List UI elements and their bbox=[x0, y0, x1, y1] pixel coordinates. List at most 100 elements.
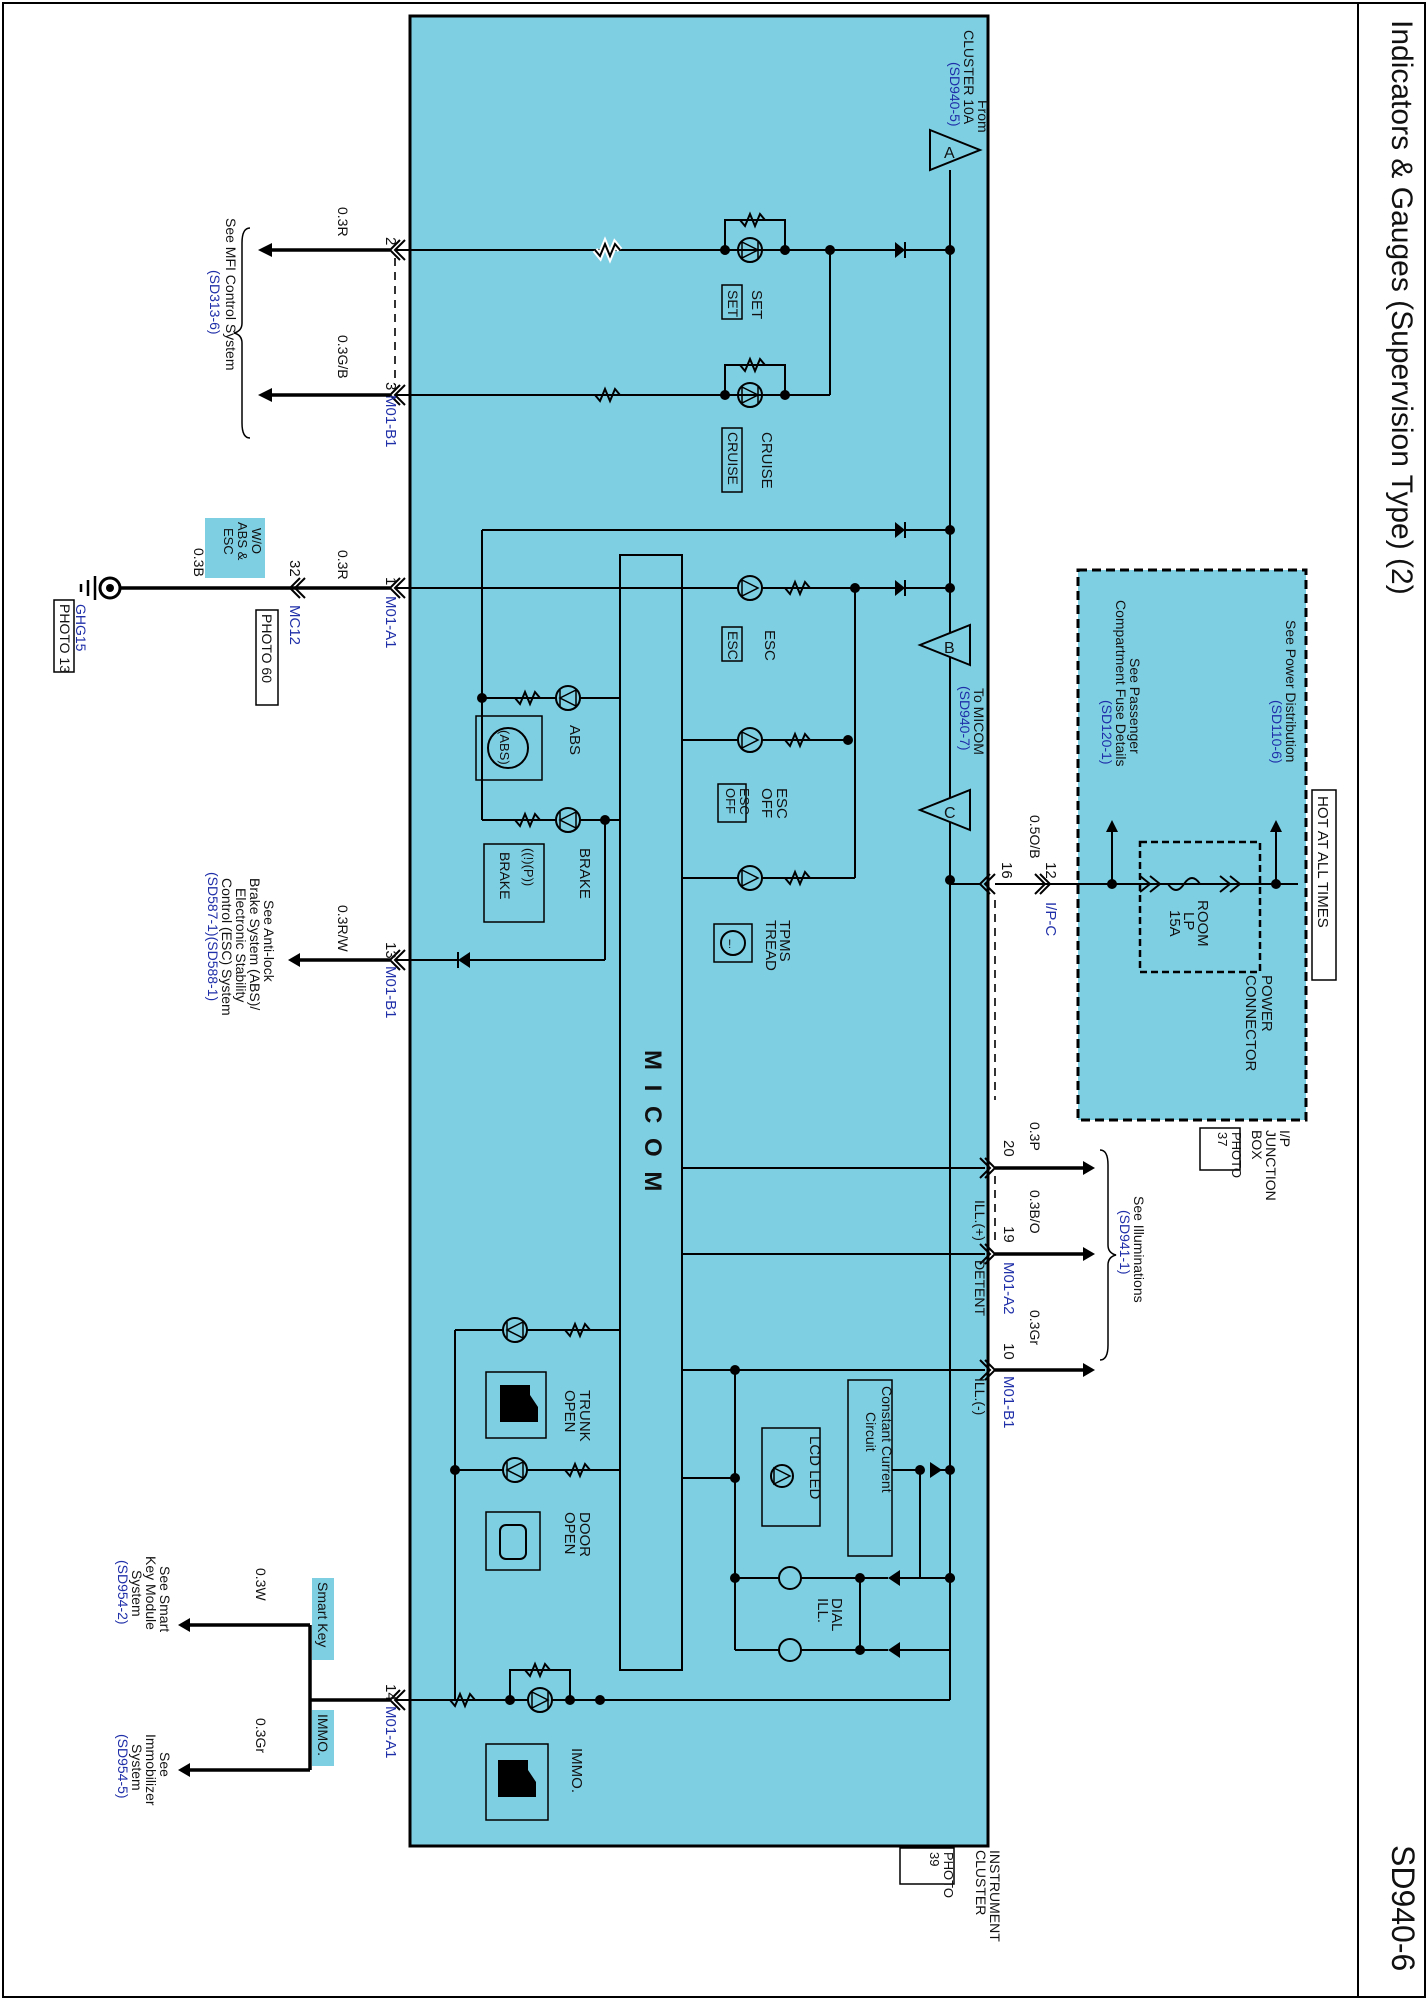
svg-text:BRAKE: BRAKE bbox=[497, 852, 513, 899]
svg-text:System: System bbox=[129, 1744, 145, 1791]
svg-text:ABS: ABS bbox=[566, 725, 583, 755]
svg-text:M01-A2: M01-A2 bbox=[1000, 1262, 1017, 1315]
svg-text:39: 39 bbox=[927, 1852, 942, 1866]
junction-photo-box bbox=[1199, 1127, 1241, 1171]
connector-b-triangle bbox=[917, 623, 971, 667]
svg-text:GHG15: GHG15 bbox=[73, 604, 89, 652]
svg-text:Key Module: Key Module bbox=[143, 1556, 159, 1630]
power-connector-box bbox=[1138, 840, 1262, 974]
svg-text:Electronic Stability: Electronic Stability bbox=[233, 888, 249, 1002]
svg-text:OFF: OFF bbox=[723, 788, 738, 814]
svg-text:!: ! bbox=[728, 937, 731, 951]
svg-text:W/O: W/O bbox=[249, 528, 264, 554]
svg-text:0.3P: 0.3P bbox=[1027, 1122, 1043, 1151]
lcd-led-box bbox=[761, 1427, 821, 1527]
svg-text:CRUISE: CRUISE bbox=[725, 432, 741, 485]
svg-text:Smart Key: Smart Key bbox=[315, 1582, 331, 1647]
svg-text:IMMO.: IMMO. bbox=[315, 1714, 331, 1756]
svg-text:13: 13 bbox=[382, 942, 399, 959]
svg-text:M01-B1: M01-B1 bbox=[382, 966, 399, 1019]
svg-text:ESC: ESC bbox=[737, 788, 752, 815]
svg-text:0.3Gr: 0.3Gr bbox=[1027, 1310, 1043, 1345]
svg-text:0.3B: 0.3B bbox=[191, 548, 207, 577]
svg-text:((!)(P)): ((!)(P)) bbox=[521, 848, 536, 886]
svg-text:(SD587-1)(SD588-1): (SD587-1)(SD588-1) bbox=[205, 872, 221, 1001]
svg-text:PHOTO 60: PHOTO 60 bbox=[259, 614, 275, 683]
svg-text:ROOM: ROOM bbox=[1194, 900, 1211, 947]
svg-text:DIAL: DIAL bbox=[828, 1598, 845, 1631]
svg-text:See MFI Control System: See MFI Control System bbox=[223, 218, 239, 371]
svg-text:(SD954-2): (SD954-2) bbox=[115, 1560, 131, 1625]
hot-at-all-times-tag bbox=[1311, 789, 1337, 981]
svg-text:HOT AT ALL TIMES: HOT AT ALL TIMES bbox=[1314, 796, 1331, 928]
svg-text:INSTRUMENT: INSTRUMENT bbox=[987, 1850, 1003, 1942]
constant-current-circuit-box bbox=[847, 1379, 893, 1557]
svg-text:ILL.(-): ILL.(-) bbox=[972, 1378, 988, 1415]
svg-text:0.3G/B: 0.3G/B bbox=[335, 335, 351, 379]
svg-text:DOOR: DOOR bbox=[576, 1512, 593, 1557]
svg-text:PHOTO 13: PHOTO 13 bbox=[57, 604, 73, 673]
svg-text:Circuit: Circuit bbox=[863, 1412, 879, 1452]
svg-text:See: See bbox=[157, 1752, 173, 1777]
svg-text:0.5O/B: 0.5O/B bbox=[1027, 815, 1043, 859]
svg-text:(SD313-6): (SD313-6) bbox=[207, 270, 223, 335]
svg-text:I/P-C: I/P-C bbox=[1042, 902, 1059, 936]
svg-text:Brake System (ABS)/: Brake System (ABS)/ bbox=[247, 878, 263, 1010]
svg-text:CONNECTOR: CONNECTOR bbox=[1242, 975, 1259, 1072]
page-code: SD940-6 bbox=[1385, 1845, 1421, 1971]
svg-text:16: 16 bbox=[998, 862, 1015, 879]
svg-text:See Power Distribution: See Power Distribution bbox=[1283, 620, 1299, 762]
svg-text:Immobilizer: Immobilizer bbox=[143, 1734, 159, 1806]
svg-text:See Anti-lock: See Anti-lock bbox=[261, 900, 277, 983]
svg-text:15A: 15A bbox=[1166, 910, 1183, 937]
svg-text:See Illuminations: See Illuminations bbox=[1131, 1196, 1147, 1303]
ip-junction-box bbox=[1076, 568, 1308, 1122]
svg-text:I/P: I/P bbox=[1277, 1130, 1293, 1147]
svg-text:ILL.: ILL. bbox=[814, 1598, 831, 1623]
svg-text:CLUSTER 10A: CLUSTER 10A bbox=[961, 30, 977, 125]
svg-text:To MICOM: To MICOM bbox=[971, 688, 987, 755]
svg-text:M01-B1: M01-B1 bbox=[1000, 1376, 1017, 1429]
svg-text:M01-B1: M01-B1 bbox=[382, 395, 399, 448]
svg-text:TRUNK: TRUNK bbox=[576, 1390, 593, 1442]
wo-abs-esc-tag bbox=[205, 518, 265, 578]
svg-text:32: 32 bbox=[286, 560, 303, 577]
svg-text:0.3W: 0.3W bbox=[253, 1568, 269, 1601]
svg-text:(ABS): (ABS) bbox=[497, 730, 512, 765]
svg-text:0.3R: 0.3R bbox=[335, 207, 351, 237]
svg-text:B: B bbox=[944, 640, 955, 657]
svg-text:OFF: OFF bbox=[758, 788, 775, 818]
svg-text:POWER: POWER bbox=[1258, 975, 1275, 1032]
svg-text:(SD120-1): (SD120-1) bbox=[1099, 700, 1115, 765]
smart-key-tag bbox=[312, 1578, 334, 1660]
svg-text:LP: LP bbox=[1180, 912, 1197, 930]
svg-text:OPEN: OPEN bbox=[561, 1512, 578, 1555]
svg-text:(SD941-1): (SD941-1) bbox=[1117, 1210, 1133, 1275]
svg-text:SET: SET bbox=[725, 290, 741, 318]
immo-tag bbox=[312, 1710, 334, 1766]
svg-text:ESC: ESC bbox=[221, 528, 236, 555]
cluster-photo-box bbox=[899, 1847, 955, 1885]
svg-text:(SD940-5): (SD940-5) bbox=[947, 62, 963, 127]
svg-text:TPMS: TPMS bbox=[776, 920, 793, 962]
connector-a-triangle bbox=[929, 128, 983, 172]
svg-text:See Smart: See Smart bbox=[157, 1566, 173, 1632]
svg-text:ESC: ESC bbox=[761, 630, 778, 661]
svg-text:CLUSTER: CLUSTER bbox=[973, 1850, 989, 1915]
svg-text:ABS &: ABS & bbox=[235, 522, 250, 561]
svg-text:Compartment Fuse Details: Compartment Fuse Details bbox=[1113, 600, 1129, 767]
svg-text:IMMO.: IMMO. bbox=[568, 1748, 585, 1793]
svg-text:M01-A1: M01-A1 bbox=[382, 596, 399, 649]
micom-label: M I C O M bbox=[639, 1050, 666, 1195]
svg-text:See Passenger: See Passenger bbox=[1127, 658, 1143, 754]
svg-text:20: 20 bbox=[1000, 1140, 1017, 1157]
svg-text:OPEN: OPEN bbox=[561, 1390, 578, 1433]
svg-text:A: A bbox=[944, 145, 955, 162]
micom-box bbox=[619, 554, 683, 1671]
svg-text:PHOTO: PHOTO bbox=[941, 1852, 956, 1898]
svg-text:C: C bbox=[944, 805, 956, 822]
connector-c-triangle bbox=[917, 788, 971, 832]
svg-text:2: 2 bbox=[382, 237, 399, 245]
svg-text:BRAKE: BRAKE bbox=[576, 848, 593, 899]
